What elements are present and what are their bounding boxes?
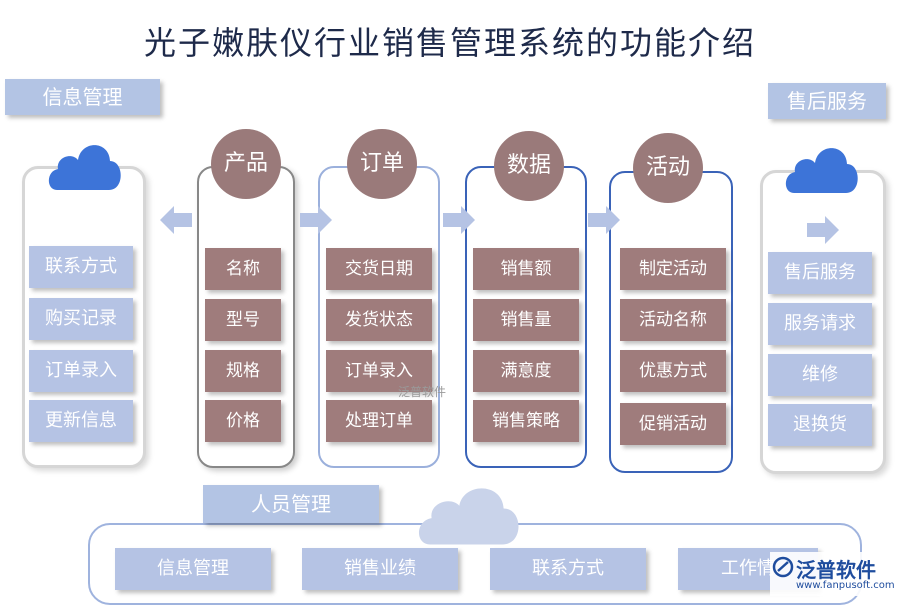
info-item: 联系方式	[29, 246, 133, 288]
product-circle: 产品	[211, 129, 281, 199]
info-item: 更新信息	[29, 400, 133, 442]
order-item: 处理订单	[326, 400, 432, 442]
arrow-right-icon	[300, 206, 332, 234]
activity-item: 制定活动	[620, 248, 726, 290]
watermark: 泛普软件	[398, 385, 447, 399]
arrow-right-icon	[807, 216, 839, 244]
data-circle: 数据	[494, 131, 564, 201]
staff-item: 联系方式	[490, 548, 646, 590]
data-item: 销售额	[473, 248, 579, 290]
after-sales-banner: 售后服务	[768, 83, 886, 119]
product-item: 名称	[205, 248, 281, 290]
info-management-banner: 信息管理	[5, 79, 160, 115]
cloud-icon	[418, 488, 519, 545]
activity-item: 优惠方式	[620, 350, 726, 392]
staff-item: 信息管理	[115, 548, 271, 590]
logo-url: www.fanpusoft.com	[796, 580, 895, 591]
data-item: 销售策略	[473, 400, 579, 442]
activity-circle: 活动	[633, 133, 703, 203]
product-item: 价格	[205, 400, 281, 442]
after-sales-item: 服务请求	[768, 303, 872, 345]
logo-text: 泛普软件	[796, 558, 876, 582]
order-item: 发货状态	[326, 299, 432, 341]
order-item: 订单录入	[326, 350, 432, 392]
order-circle: 订单	[347, 129, 417, 199]
after-sales-item: 退换货	[768, 404, 872, 446]
arrow-right-icon	[588, 206, 620, 234]
order-item: 交货日期	[326, 248, 432, 290]
product-item: 型号	[205, 299, 281, 341]
staff-item: 销售业绩	[302, 548, 458, 590]
cloud-icon	[48, 145, 121, 190]
data-item: 销售量	[473, 299, 579, 341]
arrow-left-icon	[160, 206, 192, 234]
activity-item: 促销活动	[620, 403, 726, 445]
staff-management-banner: 人员管理	[203, 485, 379, 523]
arrow-right-icon	[443, 206, 475, 234]
brand-logo: 泛普软件 www.fanpusoft.com	[770, 552, 896, 596]
cloud-icon	[785, 148, 858, 193]
data-item: 满意度	[473, 350, 579, 392]
after-sales-item: 维修	[768, 354, 872, 396]
after-sales-item: 售后服务	[768, 252, 872, 294]
info-item: 购买记录	[29, 298, 133, 340]
page-title: 光子嫩肤仪行业销售管理系统的功能介绍	[143, 24, 756, 62]
logo-mark-icon	[772, 556, 794, 578]
activity-item: 活动名称	[620, 299, 726, 341]
product-item: 规格	[205, 350, 281, 392]
info-item: 订单录入	[29, 350, 133, 392]
